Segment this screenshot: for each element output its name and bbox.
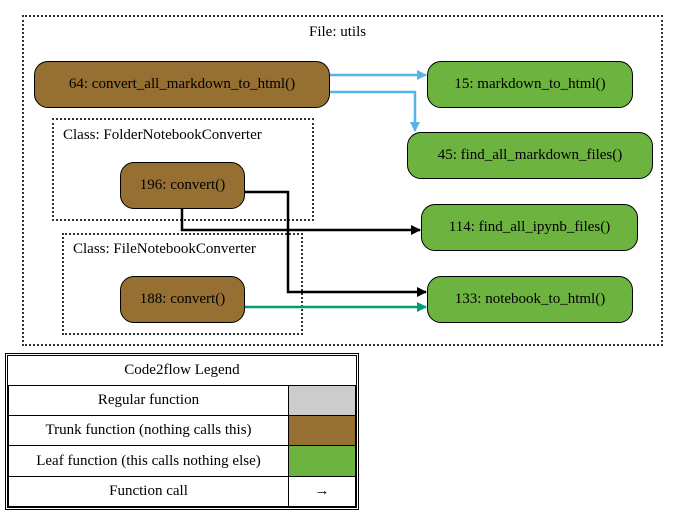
- legend-swatch-trunk: [288, 415, 356, 447]
- legend-label-leaf: Leaf function (this calls nothing else): [8, 445, 289, 477]
- legend-label-call: Function call: [8, 475, 289, 508]
- edge-convert-all-to-find-md: [330, 90, 420, 132]
- node-find-all-ipynb-files[interactable]: 114: find_all_ipynb_files(): [421, 204, 638, 251]
- node-folder-convert[interactable]: 196: convert(): [120, 162, 245, 209]
- legend-title: Code2flow Legend: [8, 356, 356, 386]
- node-file-convert[interactable]: 188: convert(): [120, 276, 245, 323]
- legend-label-trunk: Trunk function (nothing calls this): [8, 415, 289, 447]
- folder-class-label: Class: FolderNotebookConverter: [63, 127, 262, 143]
- file-cluster: [22, 15, 663, 346]
- edge-folder-convert-to-nb-to-html: [245, 190, 427, 297]
- legend-label-regular: Regular function: [8, 384, 289, 417]
- legend: Code2flow Legend Regular function Trunk …: [5, 353, 359, 510]
- legend-swatch-regular: [288, 384, 356, 417]
- node-notebook-to-html[interactable]: 133: notebook_to_html(): [427, 276, 633, 323]
- legend-swatch-leaf: [288, 445, 356, 477]
- node-markdown-to-html[interactable]: 15: markdown_to_html(): [427, 61, 633, 108]
- file-class-cluster: [62, 233, 303, 335]
- node-convert-all-markdown-to-html[interactable]: 64: convert_all_markdown_to_html(): [34, 61, 330, 108]
- file-class-label: Class: FileNotebookConverter: [73, 241, 256, 257]
- edge-folder-convert-to-find-ipynb: [180, 209, 421, 235]
- legend-arrow-symbol: →: [288, 475, 356, 508]
- node-find-all-markdown-files[interactable]: 45: find_all_markdown_files(): [407, 132, 653, 179]
- file-cluster-label: File: utils: [309, 24, 367, 40]
